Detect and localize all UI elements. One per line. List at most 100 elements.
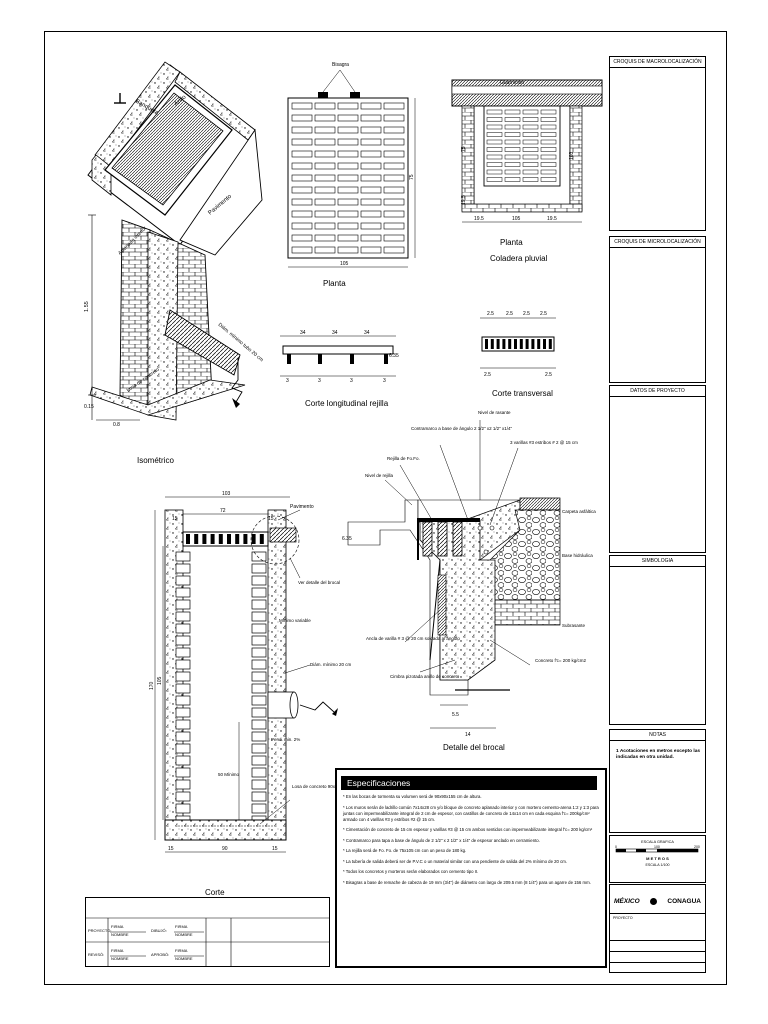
coladera-slots (486, 109, 557, 182)
escala-tick-2: 200 (694, 845, 700, 849)
coladera-slot (522, 177, 539, 182)
grate-slot (383, 126, 405, 134)
coladera-slot (540, 147, 557, 152)
corte-brick-right (251, 683, 267, 694)
grate-slot (291, 222, 313, 230)
grate-slot (314, 246, 336, 254)
panel-macrolocalizacion: CROQUIS DE MACROLOCALIZACIÓN (609, 56, 706, 231)
coladera-guarnicion-label: Guarnición (500, 80, 524, 86)
corte-brick-left (175, 707, 191, 718)
escala-grafica-label: ESCALA GRAFICA (641, 840, 674, 844)
grate-slot (383, 150, 405, 158)
view-title-corte-longitudinal: Corte longitudinal rejilla (305, 399, 389, 408)
brocal-label-base: Base hidráulica (562, 553, 593, 558)
grate-slot (383, 174, 405, 182)
corte-trans-dim-6: 2.5 (545, 372, 552, 378)
sign-nombre-2: NOMBRE (111, 956, 129, 961)
panel-notas-title: NOTAS (610, 730, 705, 741)
grate-slot (337, 222, 359, 230)
grate-slot (337, 162, 359, 170)
coladera-dim-2: 105 (512, 216, 521, 222)
grate-slot (360, 198, 382, 206)
grate-slot (337, 102, 359, 110)
corte-trans-dim-4: 2.5 (540, 311, 547, 317)
corte-brick-right (251, 623, 267, 634)
corte-brick-left (175, 599, 191, 610)
corte-brick-right (251, 779, 267, 790)
brocal-label-concreto: Concreto f'c= 200 kg/cm2 (535, 658, 587, 663)
grate-slot (337, 246, 359, 254)
spec-item: * Todos los concretos y morteros serán e… (343, 869, 479, 874)
corte-dim-b1: 15 (168, 846, 174, 852)
corte-brick-right (251, 635, 267, 646)
view-title-isometrico: Isométrico (137, 456, 174, 465)
iso-dim-vertical: 1.55 (84, 301, 90, 312)
grate-slot (383, 162, 405, 170)
grate-slot (383, 198, 405, 206)
signature-table: PROYECTO: REVISÓ: DIBUJÓ: APROBÓ: FIRMA … (85, 897, 330, 967)
grate-slot (291, 174, 313, 182)
title-block-rows (610, 940, 705, 951)
trans-bar (519, 339, 523, 349)
iso-dim-base: 0.15 (84, 404, 94, 410)
grate-slot (314, 222, 336, 230)
brocal-label-nivel-rejilla: Nivel de rejilla (365, 473, 394, 478)
grate-slot (314, 186, 336, 194)
escala-metros: M E T R O S (646, 856, 669, 861)
corte-brick-right (251, 587, 267, 598)
coladera-slot (522, 154, 539, 160)
coladera-slot (486, 109, 503, 115)
corte-brick-walls (175, 551, 267, 826)
rejilla-slots (291, 102, 405, 254)
trans-bar (508, 339, 512, 349)
grate-slot (314, 114, 336, 122)
grate-slot (360, 150, 382, 158)
corte-grate-bars (186, 534, 264, 544)
escala-tick-0: 0 (615, 845, 617, 849)
brocal-label-varillas: 3 varillas #3 estribos # 2 @ 15 cm (510, 440, 578, 445)
coladera-slot (540, 139, 557, 145)
trans-bar (502, 339, 506, 349)
grate-slot (314, 138, 336, 146)
grate-slot (383, 222, 405, 230)
brocal-label-contramarco: Contramarco a base de ángulo 2 1/2" x2 1… (411, 426, 513, 431)
trans-bar (525, 339, 529, 349)
sign-label-aprobo: APROBÓ: (151, 952, 170, 957)
grate-slot (360, 174, 382, 182)
grate-slot (337, 174, 359, 182)
panel-notas: NOTAS 1 Acotaciones en metros excepto la… (609, 729, 706, 833)
coladera-slot (486, 154, 503, 160)
corte-dim-b2: 90 (222, 846, 228, 852)
corte-brick-left (175, 563, 191, 574)
corte-brick-right (251, 575, 267, 586)
corte-brick-right (251, 695, 267, 706)
corte-transversal-view: 2.5 2.5 2.5 2.5 2.5 2.5 Corte transversa… (480, 311, 556, 398)
title-block-rows-2 (610, 951, 705, 962)
iso-dim-c: 0.8 (113, 422, 120, 428)
trans-bar (514, 339, 517, 349)
grate-slot (291, 126, 313, 134)
view-title-corte: Corte (205, 888, 225, 897)
spec-item: * La rejilla será de Fo. Fo. de 75x105 c… (343, 848, 467, 853)
corte-view: 103 72 Pavimento Ver detalle del brocal … (149, 491, 383, 897)
grate-slot (291, 246, 313, 254)
corte-long-dim-v: 6.35 (389, 353, 399, 359)
corte-trans-dim-1: 2.5 (487, 311, 494, 317)
corte-dim-top: 103 (222, 491, 231, 497)
corte-brick-left (175, 671, 191, 682)
brocal-label-rejilla: Rejilla de Fo.Fo. (387, 456, 420, 461)
planta-bisagra-label: Bisagra (332, 62, 349, 68)
grate-slot (383, 114, 405, 122)
grate-slot (314, 174, 336, 182)
corte-grate-bar (210, 534, 215, 544)
grate-slot (360, 246, 382, 254)
corte-brick-right (251, 563, 267, 574)
coladera-slot (522, 109, 539, 115)
detalle-brocal-view: 5.5 14 6.35 Nivel de rasante Contramarco… (342, 410, 596, 752)
spec-item: * Los muros serán de ladrillo común 7x14… (343, 804, 599, 822)
coladera-slot (540, 177, 557, 182)
corte-brick-right (251, 731, 267, 742)
view-title-detalle-brocal: Detalle del brocal (443, 743, 505, 752)
corte-brick-left (175, 779, 191, 790)
sign-nombre-3: NOMBRE (175, 932, 193, 937)
